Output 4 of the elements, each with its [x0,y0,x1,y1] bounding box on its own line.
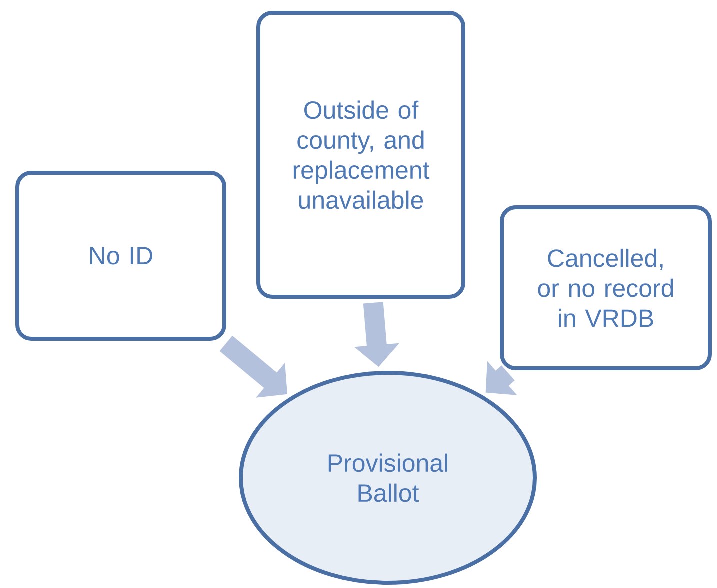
process-box: Outside of county, and replacement unavailable [256,11,466,299]
process-box: Cancelled, or no record in VRDB [500,205,712,370]
ellipse-node: Provisional Ballot [239,370,537,585]
process-box: No ID [16,170,226,341]
